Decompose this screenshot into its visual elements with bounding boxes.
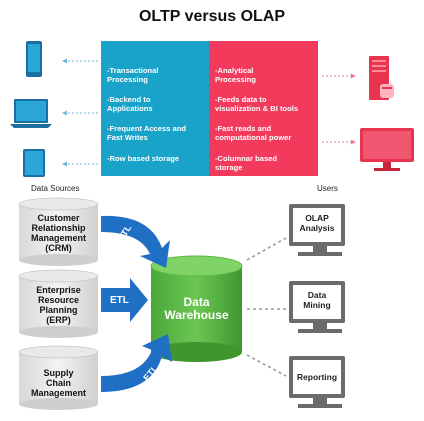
- user-mining-line: Mining: [303, 300, 331, 310]
- laptop-icon: [10, 99, 52, 128]
- erp-database-icon: [18, 269, 99, 338]
- user-connectors-icon: [246, 237, 287, 377]
- source-scm-line: Chain: [45, 378, 71, 388]
- source-scm: Supply Chain Management: [19, 356, 98, 408]
- oltp-item-3: -Row based storage: [107, 154, 180, 163]
- warehouse-label: Data Warehouse: [151, 296, 242, 322]
- monitor-icon: [360, 128, 414, 171]
- warehouse-label-line: Data: [183, 295, 210, 309]
- source-crm-line: Customer: [37, 213, 80, 223]
- reporting-monitor-icon: [289, 356, 345, 408]
- phone-icon: [26, 41, 42, 77]
- etl-arrow-bottom-icon: [101, 334, 172, 392]
- user-olap-line: Analysis: [299, 223, 335, 233]
- scm-database-icon: [18, 345, 99, 410]
- source-erp: Enterprise Resource Planning (ERP): [19, 283, 98, 339]
- source-erp-line: Resource: [37, 295, 80, 305]
- data-mining-monitor-icon: [289, 281, 345, 333]
- olap-arrows-icon: [322, 75, 352, 143]
- source-scm-line: Supply: [43, 368, 74, 378]
- source-crm-line: Management: [30, 233, 86, 243]
- tablet-icon: [23, 149, 45, 177]
- source-crm: Customer Relationship Management (CRM): [19, 211, 98, 267]
- users-label: Users: [317, 184, 338, 193]
- user-reporting-line: Reporting: [296, 372, 338, 382]
- source-erp-line: Enterprise: [36, 285, 81, 295]
- olap-analysis-monitor-icon: [289, 204, 345, 256]
- user-olap-line: OLAP: [305, 213, 329, 223]
- warehouse-diagram: [18, 197, 345, 410]
- data-sources-label: Data Sources: [31, 184, 80, 193]
- source-crm-line: Relationship: [31, 223, 86, 233]
- user-olap-analysis: OLAP Analysis: [293, 213, 341, 233]
- page-title: OLTP versus OLAP: [138, 8, 286, 25]
- oltp-arrows-icon: [66, 60, 98, 165]
- crm-database-icon: [18, 197, 99, 266]
- warehouse-label-line: Warehouse: [164, 308, 229, 322]
- user-data-mining: Data Mining: [293, 290, 341, 310]
- etl-arrow-middle-icon: [101, 278, 148, 322]
- source-crm-line: (CRM): [45, 243, 72, 253]
- devices-layer: [10, 41, 414, 177]
- user-mining-line: Data: [307, 290, 327, 300]
- etl-arrow-top-icon: [101, 215, 170, 268]
- source-erp-line: (ERP): [46, 315, 71, 325]
- source-erp-line: Planning: [39, 305, 78, 315]
- etl-label-middle: ETL: [110, 295, 129, 306]
- server-icon: [369, 56, 394, 100]
- source-scm-line: Management: [30, 388, 86, 398]
- user-reporting: Reporting: [293, 372, 341, 382]
